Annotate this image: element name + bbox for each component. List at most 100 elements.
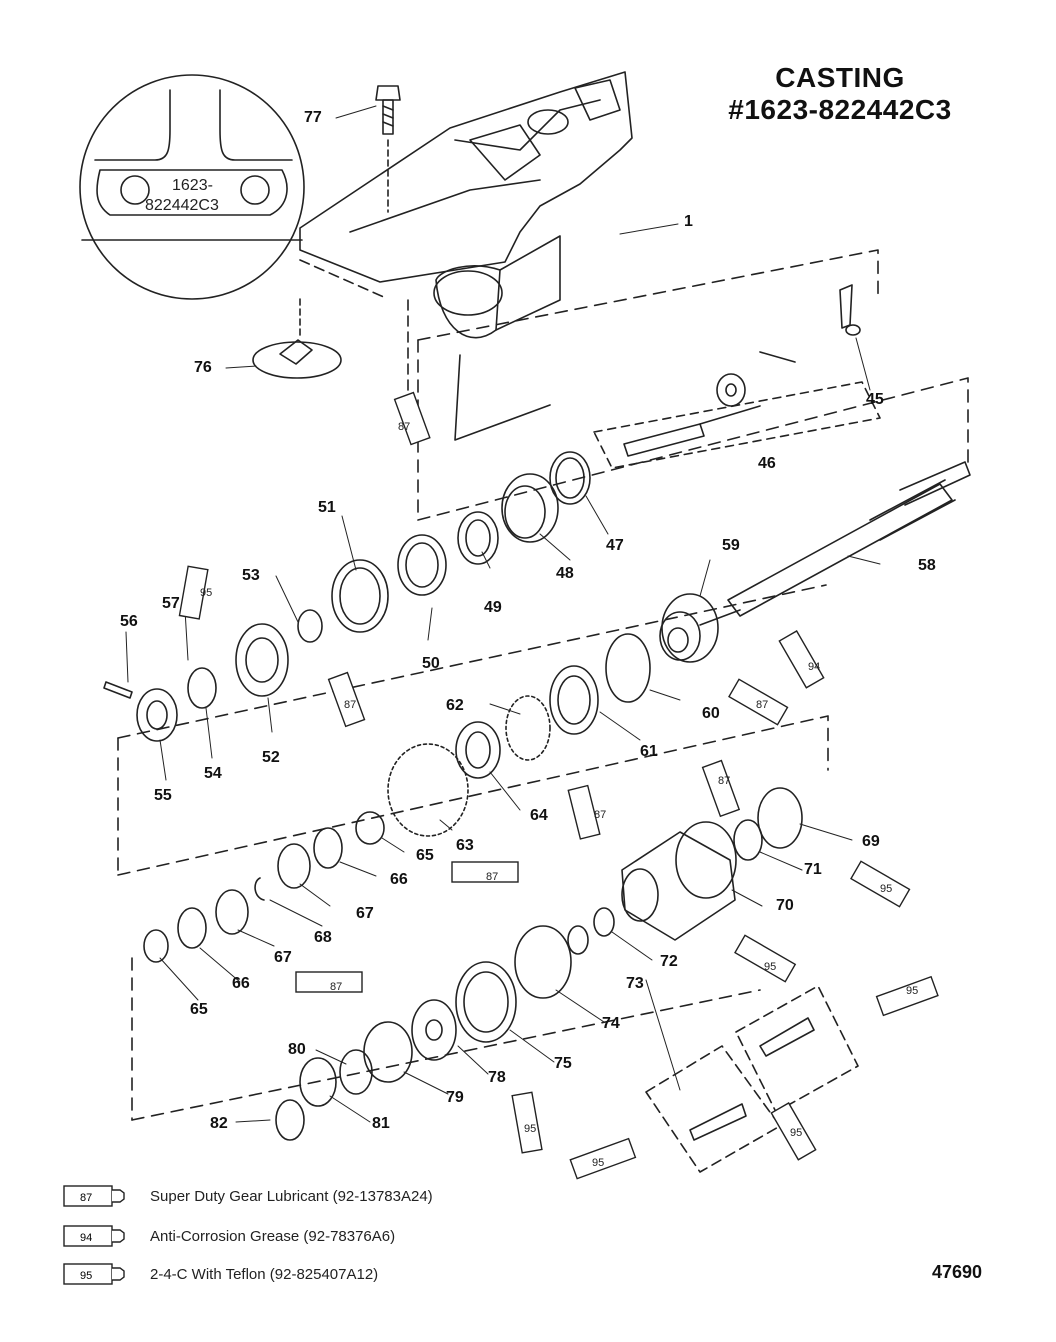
callout-78: 78 xyxy=(488,1069,506,1086)
leader-lines xyxy=(125,105,881,1123)
callout-56: 56 xyxy=(120,613,138,630)
tube-95-a xyxy=(178,565,209,620)
tube-95-f xyxy=(770,1102,817,1161)
callout-73: 73 xyxy=(626,975,644,992)
callout-82: 82 xyxy=(210,1115,228,1132)
callout-74: 74 xyxy=(602,1015,620,1032)
callout-68: 68 xyxy=(314,929,332,946)
tube-87-a xyxy=(393,391,431,446)
callout-75: 75 xyxy=(554,1055,572,1072)
callout-69: 69 xyxy=(862,833,880,850)
callout-61: 61 xyxy=(640,743,658,760)
driveshaft-58 xyxy=(699,461,971,626)
callout-50: 50 xyxy=(422,655,440,672)
anode-plate-76 xyxy=(252,259,387,379)
lubricant-tubes xyxy=(178,391,939,1180)
svg-text:95: 95 xyxy=(906,985,918,997)
callout-70: 70 xyxy=(776,897,794,914)
svg-text:95: 95 xyxy=(524,1123,536,1135)
callout-54: 54 xyxy=(204,765,222,782)
forward-gear-group xyxy=(103,609,323,742)
callout-45: 45 xyxy=(866,391,884,408)
svg-text:87: 87 xyxy=(594,809,606,821)
assembly-outlines xyxy=(117,249,969,1121)
tube-icon: 95 xyxy=(63,1263,125,1285)
callout-52: 52 xyxy=(262,749,280,766)
svg-text:87: 87 xyxy=(80,1192,92,1204)
pinion-gear-59 xyxy=(659,593,719,663)
callout-67-upper: 67 xyxy=(356,905,374,922)
callout-64: 64 xyxy=(530,807,548,824)
svg-text:95: 95 xyxy=(790,1127,802,1139)
callout-65-lower: 65 xyxy=(190,1001,208,1018)
casting-title: CASTING #1623-822442C3 xyxy=(700,62,980,126)
callout-55: 55 xyxy=(154,787,172,804)
tube-icon: 94 xyxy=(63,1225,125,1247)
casting-detail-circle: 1623- 822442C3 xyxy=(79,74,305,300)
callout-81: 81 xyxy=(372,1115,390,1132)
legend-text-95: 2-4-C With Teflon (92-825407A12) xyxy=(150,1265,379,1283)
tube-95-g xyxy=(569,1137,637,1180)
tube-87-b xyxy=(327,671,366,728)
svg-text:95: 95 xyxy=(80,1270,92,1282)
casting-title-line1: CASTING xyxy=(775,62,905,93)
svg-text:94: 94 xyxy=(80,1232,92,1244)
tube-87-c xyxy=(728,678,789,726)
callout-76: 76 xyxy=(194,359,212,376)
bearing-carrier-70 xyxy=(621,787,803,941)
shift-linkage-parts xyxy=(689,1017,815,1141)
reverse-gear-group xyxy=(387,633,651,837)
legend-text-87: Super Duty Gear Lubricant (92-13783A24) xyxy=(150,1187,433,1205)
casting-title-line2: #1623-822442C3 xyxy=(728,94,952,125)
callout-62: 62 xyxy=(446,697,464,714)
tube-95-c xyxy=(734,934,797,983)
tube-95-b xyxy=(850,860,911,908)
callout-53: 53 xyxy=(242,567,260,584)
callout-59: 59 xyxy=(722,537,740,554)
tube-87-f xyxy=(451,861,519,883)
svg-text:87: 87 xyxy=(330,981,342,993)
tube-icon: 87 xyxy=(63,1185,125,1207)
callout-63: 63 xyxy=(456,837,474,854)
callout-66-upper: 66 xyxy=(390,871,408,888)
legend-text-94: Anti-Corrosion Grease (92-78376A6) xyxy=(150,1227,396,1245)
figure-number: 47690 xyxy=(932,1262,983,1282)
callout-77: 77 xyxy=(304,109,322,126)
callout-46: 46 xyxy=(758,455,776,472)
svg-text:87: 87 xyxy=(718,775,730,787)
svg-text:87: 87 xyxy=(398,421,410,433)
callout-58: 58 xyxy=(918,557,936,574)
callout-67-lower: 67 xyxy=(274,949,292,966)
shift-linkage-boxes xyxy=(645,985,859,1173)
propeller-shaft-parts xyxy=(411,907,615,1061)
callout-57: 57 xyxy=(162,595,180,612)
callout-48: 48 xyxy=(556,565,574,582)
callout-80: 80 xyxy=(288,1041,306,1058)
callout-79: 79 xyxy=(446,1089,464,1106)
svg-text:95: 95 xyxy=(880,883,892,895)
gear-housing-1 xyxy=(299,71,633,441)
callout-1: 1 xyxy=(684,213,693,230)
callout-71: 71 xyxy=(804,861,822,878)
svg-text:95: 95 xyxy=(592,1157,604,1169)
tube-87-e xyxy=(567,784,601,840)
svg-text:95: 95 xyxy=(200,587,212,599)
bearing-washers-mid xyxy=(143,811,385,963)
bearing-stack-upper xyxy=(331,451,591,633)
svg-text:87: 87 xyxy=(756,699,768,711)
tube-87-g xyxy=(295,971,363,993)
callout-60: 60 xyxy=(702,705,720,722)
callout-47: 47 xyxy=(606,537,624,554)
tube-87-d xyxy=(701,759,741,818)
tube-95-d xyxy=(875,975,939,1017)
pin-45 xyxy=(839,284,861,336)
svg-text:87: 87 xyxy=(344,699,356,711)
bolt-77 xyxy=(375,85,401,213)
svg-text:87: 87 xyxy=(486,871,498,883)
callout-49: 49 xyxy=(484,599,502,616)
propeller-nut-group xyxy=(275,1021,413,1141)
legend-item-87: 87 Super Duty Gear Lubricant (92-13783A2… xyxy=(62,1182,433,1210)
shift-shaft-46 xyxy=(593,351,881,469)
callout-51: 51 xyxy=(318,499,336,516)
